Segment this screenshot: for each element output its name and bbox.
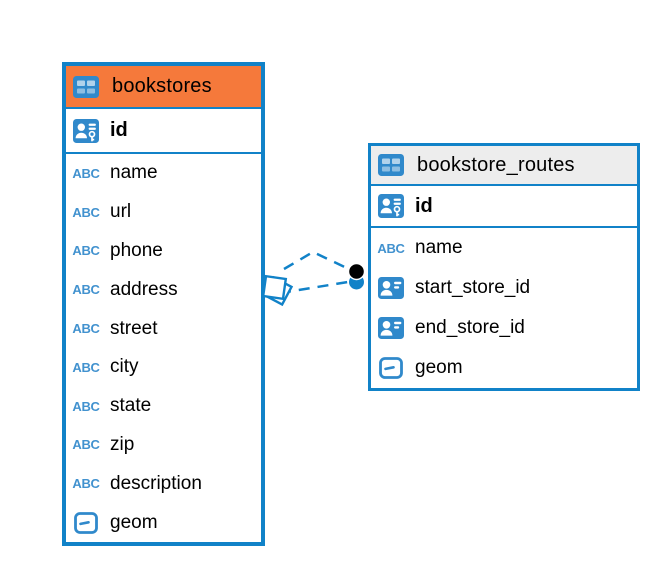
text-type-icon: ABC <box>72 243 100 259</box>
column-name: name <box>415 237 463 258</box>
table-icon <box>377 154 405 176</box>
text-type-icon: ABC <box>72 282 100 298</box>
column-row-address[interactable]: ABC address <box>66 270 261 310</box>
table-header-bookstores[interactable]: bookstores <box>66 66 261 109</box>
column-name: address <box>110 278 178 300</box>
column-name: start_store_id <box>415 277 531 298</box>
column-name: url <box>110 201 132 223</box>
column-name: city <box>110 356 139 378</box>
column-row-id[interactable]: id <box>66 109 261 154</box>
geometry-type-icon <box>72 511 100 534</box>
column-row-description[interactable]: ABC description <box>66 464 261 504</box>
table-bookstores[interactable]: bookstores id ABC name ABC url ABC phone <box>62 62 265 546</box>
text-type-icon: ABC <box>72 204 100 220</box>
primary-key-icon <box>377 194 405 218</box>
relationship-diamond-marker[interactable] <box>261 274 294 307</box>
column-row-phone[interactable]: ABC phone <box>66 231 261 271</box>
column-row-name[interactable]: ABC name <box>66 154 261 193</box>
relationship-line-end-store[interactable] <box>279 280 349 295</box>
column-name: street <box>110 317 158 339</box>
column-name: geom <box>110 511 158 533</box>
column-name: description <box>110 472 202 494</box>
column-row-start-store-id[interactable]: start_store_id <box>371 268 637 308</box>
table-title: bookstore_routes <box>417 153 575 176</box>
table-header-bookstore-routes[interactable]: bookstore_routes <box>371 146 637 186</box>
reference-icon <box>377 317 405 339</box>
column-name: id <box>415 194 433 217</box>
column-row-url[interactable]: ABC url <box>66 192 261 232</box>
text-type-icon: ABC <box>377 240 405 256</box>
text-type-icon: ABC <box>72 359 100 375</box>
column-row-zip[interactable]: ABC zip <box>66 425 261 465</box>
reference-icon <box>377 277 405 299</box>
table-icon <box>72 75 100 98</box>
text-type-icon: ABC <box>72 321 100 337</box>
column-name: phone <box>110 239 163 261</box>
table-title: bookstores <box>112 75 212 97</box>
text-type-icon: ABC <box>72 437 100 453</box>
geometry-type-icon <box>377 357 405 379</box>
table-bookstore-routes[interactable]: bookstore_routes id ABC name <box>368 143 640 391</box>
text-type-icon: ABC <box>72 398 100 414</box>
column-row-street[interactable]: ABC street <box>66 309 261 348</box>
column-row-end-store-id[interactable]: end_store_id <box>371 308 637 348</box>
relationship-dot-marker[interactable] <box>347 262 366 290</box>
column-row-geom[interactable]: geom <box>66 503 261 542</box>
column-row-geom[interactable]: geom <box>371 348 637 388</box>
primary-key-icon <box>72 118 100 143</box>
text-type-icon: ABC <box>72 165 100 181</box>
column-name: name <box>110 162 158 184</box>
column-name: id <box>110 119 128 141</box>
column-row-city[interactable]: ABC city <box>66 347 261 387</box>
column-row-state[interactable]: ABC state <box>66 386 261 426</box>
column-name: zip <box>110 433 135 455</box>
relationship-line-start-store[interactable] <box>283 250 352 272</box>
column-name: geom <box>415 357 463 378</box>
column-name: state <box>110 395 152 417</box>
column-name: end_store_id <box>415 317 525 338</box>
text-type-icon: ABC <box>72 476 100 492</box>
column-row-name[interactable]: ABC name <box>371 228 637 268</box>
column-row-id[interactable]: id <box>371 186 637 228</box>
